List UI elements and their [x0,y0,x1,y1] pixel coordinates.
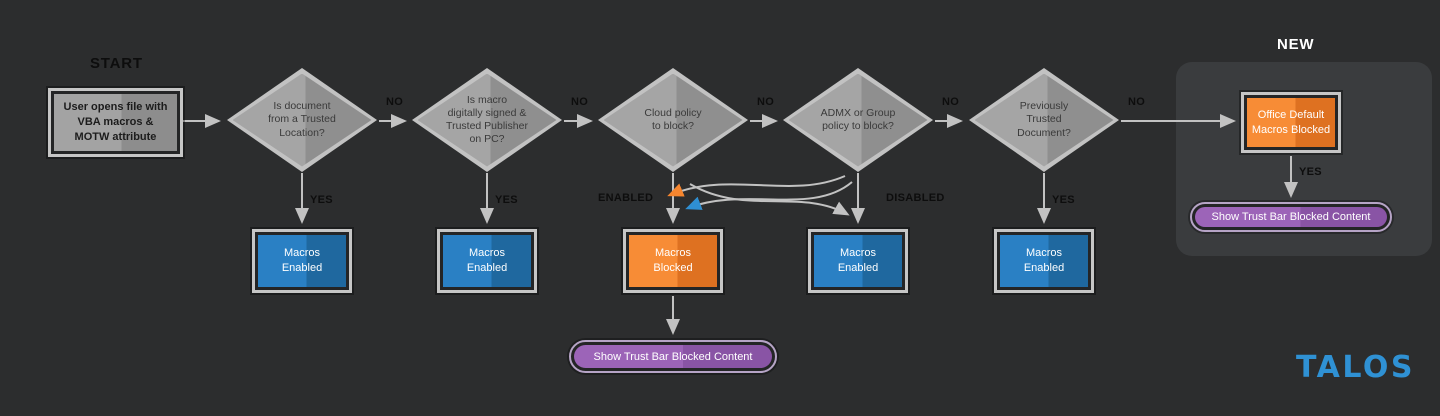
decision-cloud-policy: Cloud policy to block? [598,68,748,172]
decision-trusted-location: Is document from a Trusted Location? [227,68,377,172]
macros-enabled-text: Macros Enabled [443,235,531,287]
yes-label-3: YES [1052,194,1075,206]
decision-text: Cloud policy to block? [644,106,702,132]
office-default-blocked-text: Office Default Macros Blocked [1247,98,1335,147]
trust-bar-pill-new: Show Trust Bar Blocked Content [1190,202,1392,232]
yes-label-new: YES [1299,166,1322,178]
start-node: User opens file with VBA macros & MOTW a… [48,88,183,157]
yes-label-1: YES [310,194,333,206]
no-label-5: NO [1128,96,1146,108]
no-label-2: NO [571,96,589,108]
macros-enabled-text: Macros Enabled [258,235,346,287]
macros-enabled-text: Macros Enabled [814,235,902,287]
no-label-3: NO [757,96,775,108]
macros-enabled-node: Macros Enabled [808,229,908,293]
trust-bar-text: Show Trust Bar Blocked Content [574,345,772,368]
talos-logo: TALOS [1296,350,1416,385]
no-label-4: NO [942,96,960,108]
disabled-label: DISABLED [886,192,945,204]
office-default-blocked-node: Office Default Macros Blocked [1241,92,1341,153]
macros-enabled-node: Macros Enabled [252,229,352,293]
macros-blocked-text: Macros Blocked [629,235,717,287]
start-label: START [90,55,143,72]
macros-blocked-node: Macros Blocked [623,229,723,293]
macros-enabled-node: Macros Enabled [994,229,1094,293]
decision-previously-trusted: Previously Trusted Document? [969,68,1119,172]
yes-label-2: YES [495,194,518,206]
decision-admx-policy: ADMX or Group policy to block? [783,68,933,172]
decision-signed-publisher: Is macro digitally signed & Trusted Publ… [412,68,562,172]
trust-bar-text: Show Trust Bar Blocked Content [1195,207,1387,227]
macros-enabled-node: Macros Enabled [437,229,537,293]
decision-text: Is document from a Trusted Location? [268,100,336,139]
macros-enabled-text: Macros Enabled [1000,235,1088,287]
new-label: NEW [1277,36,1315,53]
trust-bar-pill: Show Trust Bar Blocked Content [569,340,777,373]
enabled-label: ENABLED [598,192,654,204]
decision-text: Previously Trusted Document? [1017,100,1071,139]
start-node-text: User opens file with VBA macros & MOTW a… [54,94,177,151]
decision-text: ADMX or Group policy to block? [820,106,896,132]
no-label-1: NO [386,96,404,108]
decision-text: Is macro digitally signed & Trusted Publ… [446,93,528,146]
